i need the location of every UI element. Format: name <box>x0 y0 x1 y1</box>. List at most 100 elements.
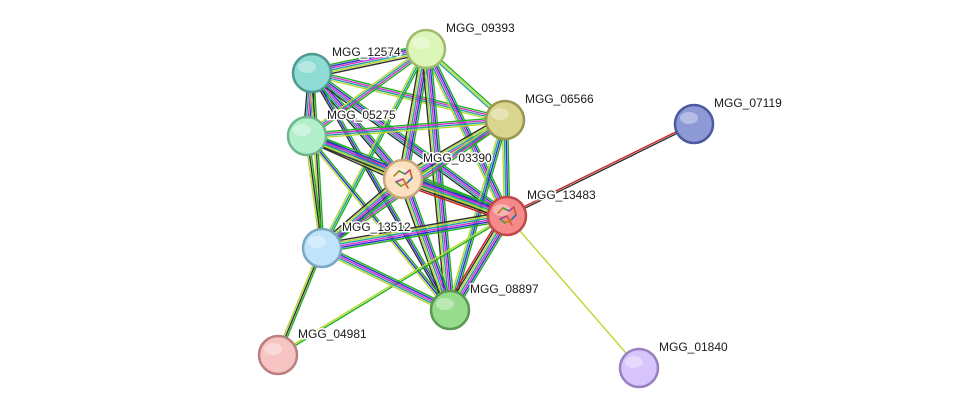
edge-evidence-line <box>306 118 505 136</box>
edge-evidence-line <box>426 47 510 216</box>
edge-MGG_09393-MGG_08897 <box>420 48 456 311</box>
edge-evidence-line <box>322 219 508 254</box>
nodes-layer <box>257 28 715 389</box>
edge-evidence-line <box>312 69 506 119</box>
edge-evidence-line <box>320 248 450 313</box>
protein-structure-icon <box>497 206 517 226</box>
edge-evidence-line <box>321 48 427 249</box>
node-label-MGG_01840: MGG_01840 <box>659 340 728 354</box>
edge-evidence-line <box>399 48 425 179</box>
edge-MGG_03390-MGG_08897 <box>398 177 455 312</box>
node-label-MGG_05275: MGG_05275 <box>327 108 396 122</box>
edge-evidence-line <box>506 122 694 216</box>
edge-evidence-line <box>322 217 508 252</box>
structure-strand <box>398 170 406 175</box>
node-label-MGG_13512: MGG_13512 <box>342 220 411 234</box>
structure-strand <box>506 215 513 226</box>
edge-evidence-line <box>321 212 507 247</box>
edge-MGG_09393-MGG_05275 <box>304 46 429 139</box>
node-MGG_06566[interactable] <box>484 99 526 141</box>
edge-evidence-line <box>446 119 504 310</box>
edge-evidence-line <box>321 247 451 311</box>
protein-structure-icon <box>393 169 413 189</box>
node-MGG_08897[interactable] <box>429 289 471 331</box>
edge-evidence-line <box>308 50 429 139</box>
node-highlight <box>412 37 430 49</box>
node-label-MGG_13483: MGG_13483 <box>527 188 596 202</box>
edge-evidence-line <box>322 49 429 250</box>
node-highlight <box>264 343 282 355</box>
edge-evidence-line <box>399 179 449 312</box>
node-circle[interactable] <box>618 347 660 389</box>
structure-strand <box>499 218 506 224</box>
node-label-MGG_12574: MGG_12574 <box>332 45 401 59</box>
edge-MGG_13483-MGG_01840 <box>506 215 640 369</box>
edge-MGG_05275-MGG_08897 <box>305 134 452 312</box>
node-circle[interactable] <box>257 334 299 376</box>
node-MGG_13483[interactable] <box>486 195 528 237</box>
edge-MGG_13483-MGG_07119 <box>506 122 695 218</box>
structure-strand <box>393 170 400 177</box>
node-MGG_04981[interactable] <box>257 334 299 376</box>
edge-evidence-line <box>401 48 426 179</box>
edge-evidence-line <box>306 135 451 311</box>
node-MGG_12574[interactable] <box>291 52 333 94</box>
edge-evidence-line <box>313 69 510 214</box>
node-MGG_07119[interactable] <box>673 103 715 145</box>
edge-evidence-line <box>398 180 447 312</box>
edge-evidence-line <box>425 48 508 217</box>
node-MGG_05275[interactable] <box>286 115 328 157</box>
node-highlight <box>680 112 698 124</box>
node-MGG_13512[interactable] <box>301 227 343 269</box>
edge-evidence-line <box>423 49 507 218</box>
node-highlight <box>625 356 643 368</box>
node-label-MGG_08897: MGG_08897 <box>470 282 539 296</box>
edge-evidence-line <box>428 47 511 215</box>
edge-evidence-line <box>306 116 505 135</box>
edge-evidence-line <box>321 214 507 248</box>
node-circle[interactable] <box>429 289 471 331</box>
node-circle[interactable] <box>286 115 328 157</box>
node-circle[interactable] <box>301 227 343 269</box>
edge-evidence-line <box>401 179 450 311</box>
node-circle[interactable] <box>673 103 715 145</box>
structure-strand <box>497 207 504 214</box>
edge-evidence-line <box>307 134 452 310</box>
edge-evidence-line <box>307 121 506 140</box>
edge-evidence-line <box>311 72 404 180</box>
structure-strand <box>513 206 517 216</box>
node-circle[interactable] <box>291 52 333 94</box>
node-MGG_01840[interactable] <box>618 347 660 389</box>
node-circle[interactable] <box>484 99 526 141</box>
node-label-MGG_04981: MGG_04981 <box>298 327 367 341</box>
edge-evidence-line <box>313 72 325 248</box>
edge-evidence-line <box>319 47 426 248</box>
edge-evidence-line <box>450 120 507 311</box>
edge-evidence-line <box>311 74 505 124</box>
edge-evidence-line <box>322 216 508 250</box>
node-MGG_03390[interactable] <box>382 158 424 200</box>
edge-MGG_09393-MGG_13512 <box>319 47 429 250</box>
structure-strand <box>409 169 413 179</box>
edge-MGG_13483-MGG_13512 <box>321 210 508 254</box>
edge-evidence-line <box>307 120 506 138</box>
edge-evidence-line <box>311 73 505 122</box>
edge-evidence-line <box>404 177 454 310</box>
edge-evidence-line <box>506 215 640 369</box>
edge-evidence-line <box>406 177 455 309</box>
node-MGG_09393[interactable] <box>405 28 447 70</box>
node-label-MGG_09393: MGG_09393 <box>446 21 515 35</box>
edge-evidence-line <box>429 48 456 310</box>
structure-strand <box>406 177 413 184</box>
edge-evidence-line <box>323 244 452 308</box>
structure-strand <box>502 207 510 212</box>
node-circle[interactable] <box>405 28 447 70</box>
structure-strand <box>508 206 515 212</box>
edge-evidence-line <box>448 119 505 310</box>
edge-evidence-line <box>427 48 454 310</box>
edge-evidence-line <box>277 214 507 355</box>
node-label-MGG_03390: MGG_03390 <box>423 151 492 165</box>
node-label-MGG_06566: MGG_06566 <box>525 92 594 106</box>
edge-MGG_05275-MGG_06566 <box>306 116 506 140</box>
structure-strand <box>404 169 411 175</box>
